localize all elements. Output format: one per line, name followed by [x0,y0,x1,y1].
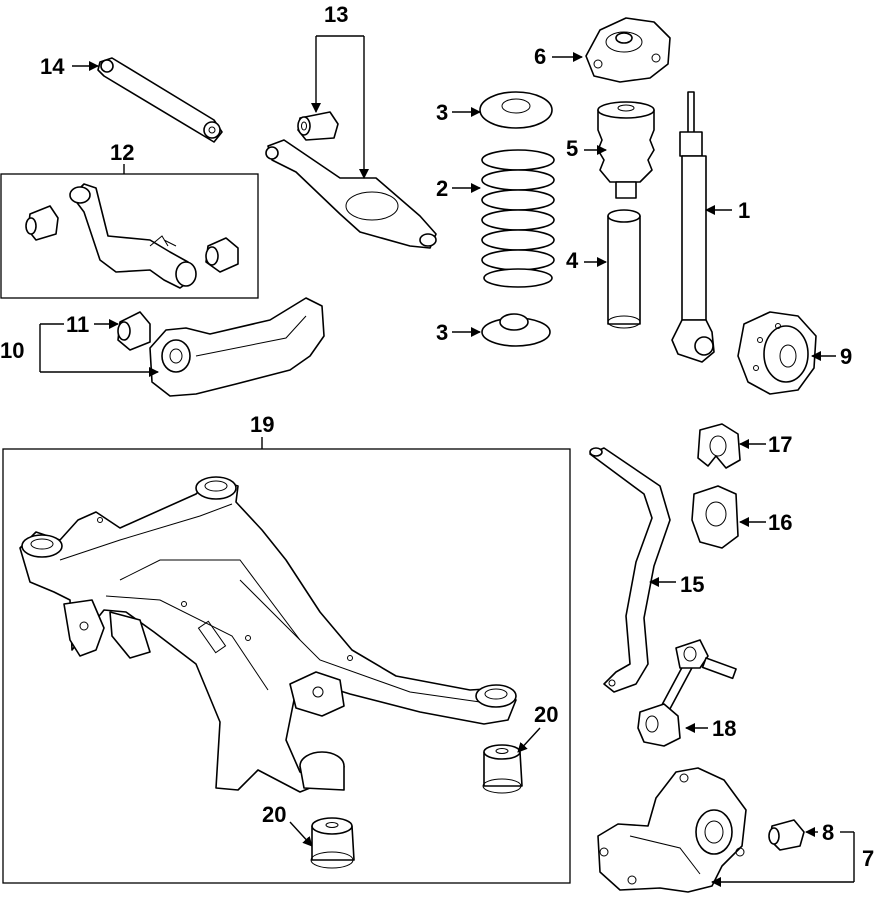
part-18-stabilizer-link[interactable] [637,639,737,747]
part-12-bushing-right[interactable] [205,237,239,273]
callout-11: 11 [66,312,119,337]
callout-5: 5 [566,136,607,161]
callout-5-label: 5 [566,136,578,161]
part-16-stabilizer-bushing[interactable] [691,485,739,549]
part-4-dust-boot[interactable] [607,209,641,329]
part-11-bushing[interactable] [117,311,151,351]
part-15-stabilizer-bar[interactable] [589,447,671,693]
part-19-mount-left [21,534,63,558]
part-17-bushing-clamp[interactable] [697,423,741,469]
callout-3-lower-label: 3 [436,320,448,345]
callout-7: 7 [711,831,874,887]
callout-12: 12 [110,140,134,174]
part-6-strut-mount[interactable] [585,17,671,83]
part-19-frame [2,448,571,884]
callout-17: 17 [739,432,792,457]
callout-20-left-label: 20 [262,802,286,827]
callout-18: 18 [685,716,736,741]
part-1-shock-absorber[interactable] [671,91,715,363]
callout-7-label: 7 [862,846,874,871]
callout-14-label: 14 [40,54,65,79]
callout-17-label: 17 [768,432,792,457]
callout-16: 16 [739,510,792,535]
callout-14: 14 [40,54,99,79]
callout-19-label: 19 [250,412,274,437]
part-20-bushing-left[interactable] [310,817,355,869]
part-13-bushing[interactable] [297,111,339,141]
callout-20-right-label: 20 [534,702,558,727]
callout-15-label: 15 [680,572,704,597]
part-2-coil-spring[interactable] [481,149,555,288]
part-10-trailing-arm[interactable] [149,297,325,397]
callout-10: 10 [0,323,159,377]
part-3-lower-spring-seat[interactable] [481,313,551,347]
callout-3-upper-label: 3 [436,100,448,125]
callout-19: 19 [250,412,274,449]
part-19-mount-right [475,684,517,708]
callout-15: 15 [649,572,704,597]
callout-3-upper: 3 [436,100,481,125]
part-13-lower-arm[interactable] [265,139,437,249]
callout-9-label: 9 [840,344,852,369]
callout-4: 4 [566,248,607,273]
callout-2: 2 [436,176,481,201]
callout-20-left: 20 [262,802,313,847]
part-3-upper-spring-seat[interactable] [479,91,553,129]
callout-16-label: 16 [768,510,792,535]
part-7-knuckle[interactable] [597,767,747,893]
callout-1-label: 1 [738,198,750,223]
callout-2-label: 2 [436,176,448,201]
part-5-bump-stop[interactable] [597,101,655,199]
part-12-upper-arm[interactable] [69,183,197,289]
part-19-bracket-left [63,599,151,659]
callout-6: 6 [534,44,583,69]
part-9-wheel-hub[interactable] [737,311,817,395]
callout-8-label: 8 [822,820,834,845]
callout-10-label: 10 [0,338,24,363]
callout-9: 9 [811,344,852,369]
callout-20-right: 20 [517,702,558,753]
callout-4-label: 4 [566,248,579,273]
part-14-upper-link[interactable] [97,57,223,143]
part-8-bushing[interactable] [768,819,805,851]
callout-8: 8 [805,820,834,845]
part-20-bushing-right[interactable] [482,744,523,794]
callout-11-label: 11 [66,312,89,337]
callout-18-label: 18 [712,716,736,741]
callout-12-label: 12 [110,140,134,165]
callout-6-label: 6 [534,44,546,69]
callout-1: 1 [705,198,750,223]
part-19-mount-top [195,476,237,500]
part-19-bracket-center [289,671,345,717]
part-12-bushing-left[interactable] [25,205,59,241]
part-19-mount-bottom [299,751,345,791]
callout-3-lower: 3 [436,320,481,345]
callout-13-label: 13 [324,2,348,27]
part-12-frame [0,173,259,299]
callout-13: 13 [311,2,369,179]
